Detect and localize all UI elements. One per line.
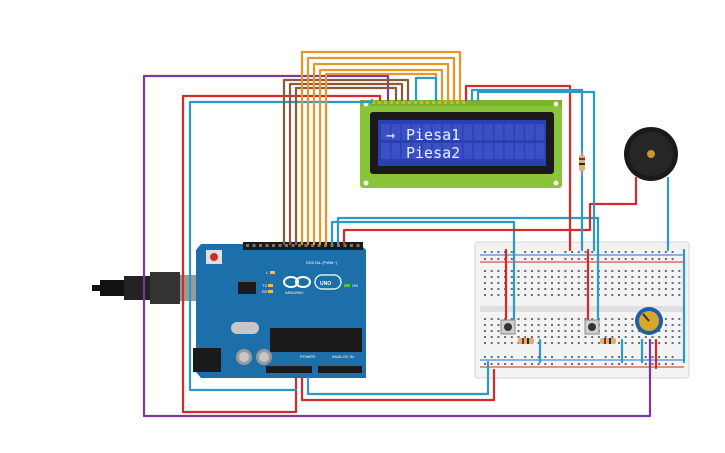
wire-blue-lcd-right-2[interactable] (476, 90, 596, 252)
led-l-label: L (266, 270, 269, 275)
digital-label: DIGITAL (PWM~) (306, 260, 338, 265)
lcd-display[interactable]: → Piesa1 Piesa2 (360, 100, 562, 188)
lcd-character-cells (381, 124, 545, 159)
wire-brown-1[interactable] (282, 78, 410, 246)
board-brand-label: ARDUINO (285, 290, 303, 295)
led-tx-label: TX (262, 283, 267, 288)
wire-blue-gnd[interactable] (306, 360, 490, 396)
lcd-arrow-glyph: → (386, 126, 395, 144)
power-label: POWER (300, 354, 315, 359)
wires[interactable] (142, 50, 686, 418)
wire-brown-3[interactable] (294, 86, 398, 246)
wire-brown-2[interactable] (288, 82, 404, 246)
resistor-1[interactable] (518, 338, 534, 344)
wire-blue-lcd-gnd[interactable] (188, 98, 374, 392)
wire-orange-2[interactable] (306, 56, 456, 246)
led-on-label: ON (352, 283, 358, 288)
wire-blue-button-1[interactable] (330, 220, 516, 322)
pushbutton-1[interactable] (500, 319, 516, 335)
led-rx-label: RX (262, 289, 268, 294)
digital-header (243, 242, 363, 250)
wire-orange-3[interactable] (312, 62, 450, 246)
arduino-logo-icon (283, 276, 311, 288)
lcd-pin-header (372, 101, 465, 104)
resistor-lcd[interactable] (579, 150, 585, 176)
wire-red-buzzer[interactable] (342, 176, 638, 246)
potentiometer[interactable] (635, 307, 663, 335)
pushbutton-2[interactable] (584, 319, 600, 335)
analog-header (318, 366, 362, 373)
buzzer-center-icon (647, 150, 655, 158)
wire-red-5v[interactable] (300, 368, 496, 402)
analog-label: ANALOG IN (332, 354, 354, 359)
arduino-uno-board[interactable]: UNO ARDUINO DIGITAL (PWM~) POWER ANALOG … (193, 242, 366, 378)
wire-red-lcd-vcc[interactable] (181, 94, 382, 414)
usb-cable[interactable] (92, 272, 202, 304)
crystal (231, 322, 259, 334)
atmega-chip (270, 328, 362, 352)
resistor-2[interactable] (600, 338, 616, 344)
power-jack (193, 348, 221, 372)
power-header (266, 366, 312, 373)
board-model-label: UNO (320, 281, 331, 287)
wire-blue-short[interactable] (414, 76, 438, 102)
lcd-line-2: Piesa2 (406, 144, 460, 162)
lcd-line-1: Piesa1 (406, 126, 460, 144)
potentiometer-knob-icon (642, 313, 650, 322)
piezo-buzzer[interactable] (624, 127, 678, 181)
wire-orange-1[interactable] (300, 50, 462, 246)
wire-blue-button-2[interactable] (336, 216, 600, 322)
wire-orange-4[interactable] (318, 68, 444, 246)
wire-purple[interactable] (142, 74, 652, 418)
usb-chip (238, 282, 256, 294)
wire-red-lcd-right[interactable] (464, 84, 572, 252)
